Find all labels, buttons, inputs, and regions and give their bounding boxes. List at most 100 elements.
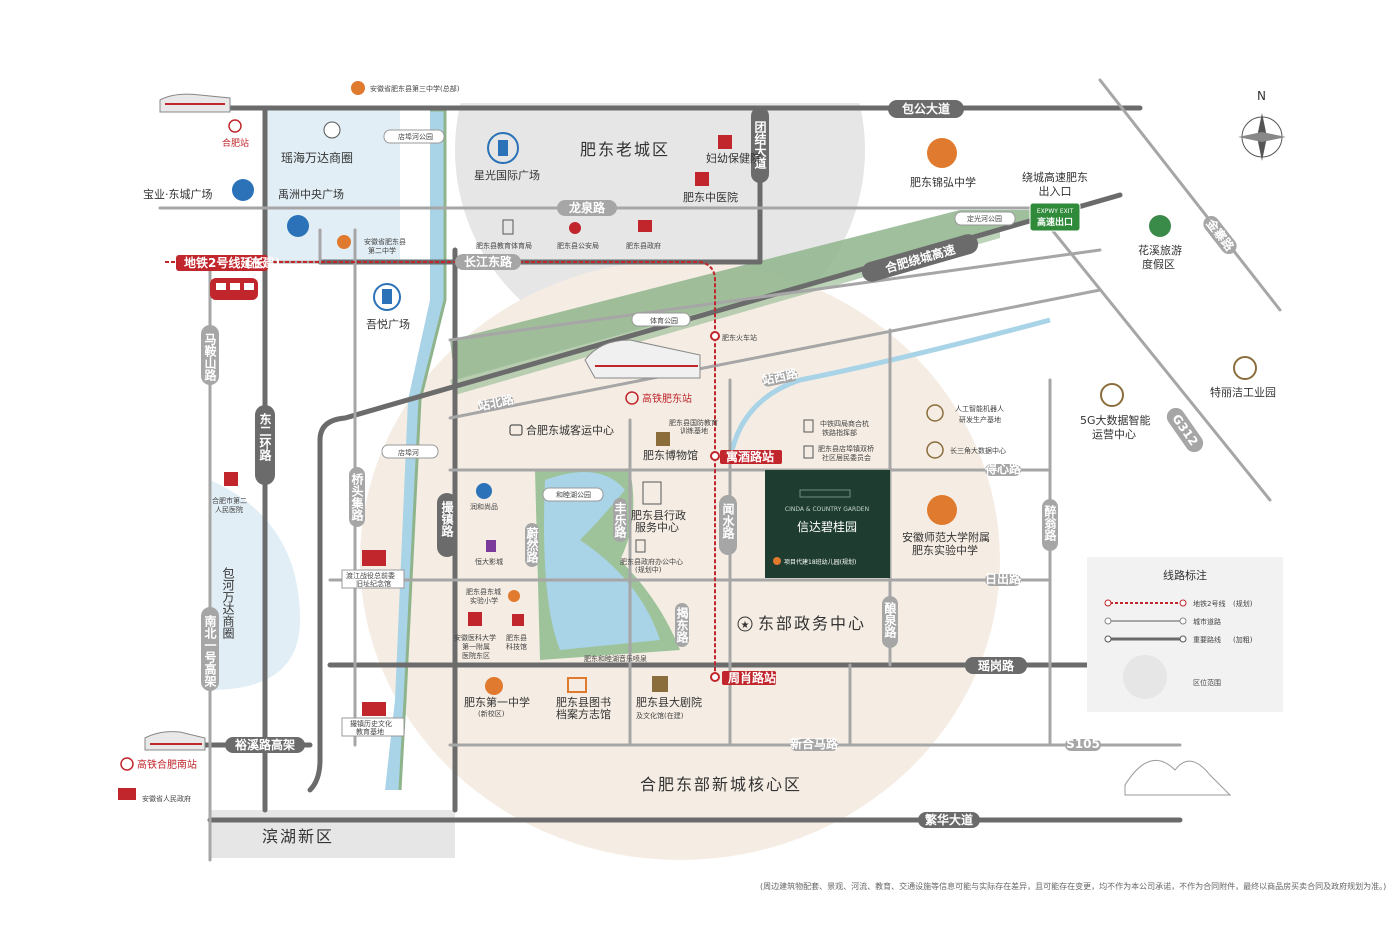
legend-title: 线路标注 bbox=[1163, 568, 1207, 582]
road-label-yuxi: 裕溪路高架 bbox=[234, 737, 295, 752]
train-icon-north bbox=[159, 93, 231, 113]
poi-anyi-2: 第一附属 bbox=[462, 642, 490, 651]
road-label-changjiang: 长江东路 bbox=[464, 254, 513, 269]
road-label-zuiweng: 醉翁路 bbox=[1043, 504, 1057, 542]
legend-item-metro: 地铁2号线 bbox=[1193, 599, 1225, 608]
government-icon-province bbox=[118, 788, 136, 800]
poi-zhengfu: 肥东县政府 bbox=[626, 241, 661, 250]
metro-line-2 bbox=[165, 261, 716, 680]
train-icon-south bbox=[144, 731, 206, 751]
road-label-longquan: 龙泉路 bbox=[569, 200, 606, 215]
legend-item-major: 重要路线 bbox=[1193, 635, 1221, 644]
road-label-yaogang: 瑶岗路 bbox=[978, 658, 1015, 673]
poi-school-dongcheng-1: 肥东县东城 bbox=[466, 587, 501, 596]
poi-anyi-3: 医院东区 bbox=[462, 651, 490, 660]
building-icon-crcc bbox=[803, 419, 814, 433]
east-core-area bbox=[360, 260, 1000, 860]
project-block[interactable] bbox=[765, 470, 890, 578]
theater-icon bbox=[652, 676, 668, 692]
school-icon-anhui-normal bbox=[927, 495, 957, 525]
baohe-area bbox=[210, 480, 300, 690]
star-icon: ★ bbox=[737, 616, 753, 632]
metro-train-icon bbox=[210, 278, 258, 300]
poi-hospital2-2: 人民医院 bbox=[215, 505, 243, 514]
exit-label-2: 出入口 bbox=[1039, 184, 1072, 198]
east-river bbox=[727, 317, 1051, 461]
poi-jiaotiyu: 肥东县教育体育局 bbox=[476, 241, 532, 250]
project-name-cn: 信达碧桂园 bbox=[797, 519, 857, 534]
poi-keji-1: 肥东县 bbox=[506, 633, 527, 642]
area-label-east-gov: 东部政务中心 bbox=[758, 614, 866, 633]
mall-icon-baoye bbox=[232, 179, 254, 201]
road-label-tuanjie: 团结大道 bbox=[753, 121, 767, 170]
legend-item-city: 城市道路 bbox=[1193, 617, 1221, 626]
poi-telijie: 特丽洁工业园 bbox=[1210, 385, 1276, 399]
poi-jianghuai-2: 旧址纪念馆 bbox=[356, 579, 391, 588]
rail-station-icon-hefei bbox=[228, 119, 242, 133]
rail-station-icon-east bbox=[625, 391, 639, 405]
factory-icon-yangtze bbox=[926, 441, 944, 459]
office-icon-wuyue bbox=[373, 283, 401, 311]
area-label-binhu: 滨湖新区 bbox=[262, 827, 334, 846]
poi-keji-2: 科技馆 bbox=[506, 642, 527, 651]
mall-icon-runhe bbox=[476, 483, 492, 499]
road-label-nanbei-elevated: 南北一号高架 bbox=[203, 614, 217, 688]
legend-area-swatch bbox=[1123, 655, 1167, 699]
metro-station-3 bbox=[710, 672, 720, 682]
poi-gongan: 肥东县公安局 bbox=[557, 241, 599, 250]
poi-ai-2: 研发生产基地 bbox=[959, 415, 1001, 424]
poi-defense-2: 训练基地 bbox=[680, 426, 708, 435]
road-label-chezhen: 撮镇路 bbox=[440, 500, 454, 538]
footnote: (周边建筑物配套、景观、河流、教育、交通设施等信息可能与实际存在差异，且可能存在… bbox=[760, 881, 1386, 891]
poi-fuyou: 妇幼保健院 bbox=[706, 151, 761, 165]
mall-icon-yuzhou bbox=[287, 215, 309, 237]
green-belt bbox=[450, 210, 1030, 380]
road-label-fanhua: 繁华大道 bbox=[925, 812, 973, 827]
poi-huaxi-2: 度假区 bbox=[1142, 257, 1175, 271]
exit-en: EXPWY EXIT bbox=[1037, 208, 1074, 215]
poi-culture-2: 教育基地 bbox=[356, 727, 384, 736]
hospital-icon-anyi bbox=[468, 612, 482, 626]
project-name-en: CINDA & COUNTRY GARDEN bbox=[785, 506, 869, 513]
poi-xingzheng-1: 肥东县行政 bbox=[631, 508, 686, 522]
metro-line-status: (在建) bbox=[245, 255, 280, 270]
legend-area: 区位范围 bbox=[1193, 678, 1221, 687]
building-icon-xingzheng bbox=[642, 481, 662, 505]
poi-gov-office-1: 肥东县政府办公中心 bbox=[620, 557, 683, 566]
school-icon-3 bbox=[351, 81, 365, 95]
road-label-desin: 得心路 bbox=[984, 461, 1022, 476]
exit-label-1: 绕城高速肥东 bbox=[1022, 170, 1088, 184]
poi-music-fountain: 肥东和睦湖音乐喷泉 bbox=[584, 654, 647, 663]
poi-crcc-1: 中铁四局商合杭 bbox=[820, 419, 869, 428]
poi-xingzheng-2: 服务中心 bbox=[635, 521, 679, 534]
poi-bigdata-2: 运营中心 bbox=[1092, 427, 1136, 441]
poi-theater-1: 肥东县大剧院 bbox=[636, 695, 702, 709]
metro-station-label-3: 周肖路站 bbox=[728, 670, 776, 685]
poi-baoye: 宝业·东城广场 bbox=[143, 187, 213, 201]
factory-icon-telijie bbox=[1233, 356, 1257, 380]
poi-school3: 安徽省肥东县第三中学(总部) bbox=[370, 84, 460, 93]
poi-bigdata-1: 5G大数据智能 bbox=[1080, 413, 1151, 427]
poi-anyi-1: 安徽医科大学 bbox=[454, 633, 496, 642]
expressway-exit-sign bbox=[1029, 202, 1081, 232]
poi-committee-2: 社区居民委员会 bbox=[822, 453, 871, 462]
poi-hengda: 恒大影城 bbox=[475, 557, 503, 566]
compass-north: N bbox=[1257, 89, 1266, 103]
poi-museum: 肥东博物馆 bbox=[643, 448, 698, 462]
poi-province-gov: 安徽省人民政府 bbox=[142, 794, 191, 803]
museum-icon-keji bbox=[512, 614, 524, 626]
bus-icon bbox=[509, 424, 523, 436]
poi-culture-1: 撮镇历史文化 bbox=[350, 719, 392, 728]
poi-hospital2-1: 合肥市第二 bbox=[212, 496, 247, 505]
poi-school1-2: (新校区) bbox=[478, 709, 505, 718]
poi-dingguang-park: 定光河公园 bbox=[967, 214, 1002, 223]
rail-station-hefei: 合肥站 bbox=[222, 137, 249, 149]
poi-ai-1: 人工智能机器人 bbox=[955, 404, 1004, 413]
museum-icon bbox=[656, 432, 670, 446]
road-label-qiaotoujie: 桥头集路 bbox=[350, 472, 364, 522]
police-icon bbox=[569, 222, 581, 234]
legend-item-major-suffix: (加粗) bbox=[1233, 635, 1253, 644]
road-label-jiedong: 揭东路 bbox=[675, 606, 689, 644]
bus-center-label: 合肥东城客运中心 bbox=[526, 423, 614, 437]
